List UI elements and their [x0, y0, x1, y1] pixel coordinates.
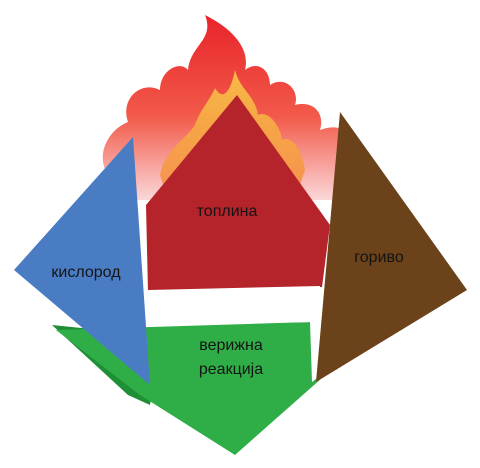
oxygen-label: кислород	[51, 264, 121, 281]
white-band	[148, 286, 320, 325]
chain-reaction-label-line2: реакција	[199, 361, 263, 378]
fuel-label: гориво	[354, 249, 404, 266]
heat-label: топлина	[197, 203, 258, 220]
fuel-face	[316, 112, 467, 382]
chain-reaction-label-line1: верижна	[199, 337, 263, 354]
